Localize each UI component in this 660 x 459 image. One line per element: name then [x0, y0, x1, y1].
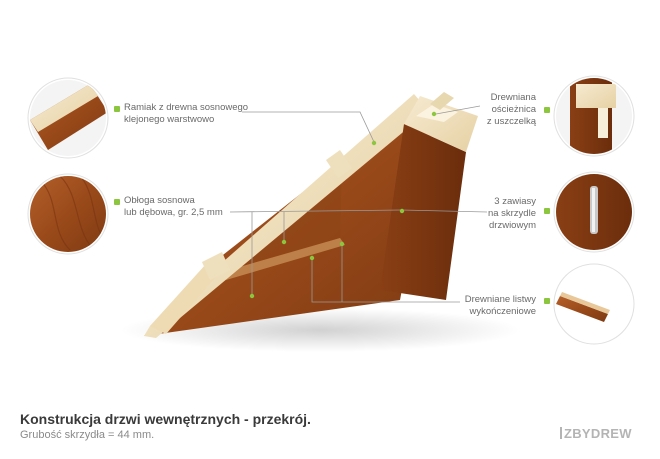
- label-ramiak-line2: klejonego warstwowo: [124, 114, 215, 125]
- label-oscieznica-line2: ościeżnica: [491, 104, 536, 115]
- label-obloga-line1: Obłoga sosnowa: [124, 195, 195, 206]
- label-obloga-line2: lub dębowa, gr. 2,5 mm: [124, 207, 223, 218]
- detail-circle-listwy: [553, 263, 635, 345]
- bullet-listwy: [544, 298, 550, 304]
- detail-circle-oscieznica: [553, 75, 635, 157]
- callout-markers: [249, 111, 437, 299]
- bullet-obloga: [114, 199, 120, 205]
- label-listwy-line1: Drewniane listwy: [464, 294, 536, 305]
- label-oscieznica-line3: z uszczelką: [486, 116, 536, 127]
- door-leaf: [144, 94, 434, 338]
- detail-circle-zawiasy: [553, 171, 635, 253]
- label-zawiasy-line2: na skrzydle: [487, 208, 536, 219]
- brand-logo: ZBYDREW: [560, 426, 632, 441]
- caption-title: Konstrukcja drzwi wewnętrznych - przekró…: [20, 411, 311, 427]
- label-zawiasy-line3: drzwiowym: [489, 220, 536, 231]
- label-listwy: Drewniane listwy wykończeniowe: [465, 294, 536, 318]
- detail-circle-ramiak: [27, 77, 109, 159]
- label-oscieznica-line1: Drewniana: [490, 92, 536, 103]
- label-listwy-line2: wykończeniowe: [469, 306, 536, 317]
- label-oscieznica: Drewniana ościeżnica z uszczelką: [487, 92, 536, 128]
- label-ramiak: Ramiak z drewna sosnowego klejonego wars…: [124, 102, 248, 126]
- bullet-ramiak: [114, 106, 120, 112]
- label-obloga: Obłoga sosnowa lub dębowa, gr. 2,5 mm: [124, 195, 223, 219]
- brand-logo-text: ZBYDREW: [564, 426, 632, 441]
- caption-subtitle: Grubość skrzydła = 44 mm.: [20, 429, 155, 441]
- bullet-zawiasy: [544, 208, 550, 214]
- label-ramiak-line1: Ramiak z drewna sosnowego: [124, 102, 249, 113]
- label-zawiasy: 3 zawiasy na skrzydle drzwiowym: [488, 196, 536, 232]
- label-zawiasy-line1: 3 zawiasy: [494, 196, 536, 207]
- detail-circle-obloga: [27, 173, 109, 255]
- callout-lines: [229, 105, 488, 303]
- bullet-oscieznica: [544, 107, 550, 113]
